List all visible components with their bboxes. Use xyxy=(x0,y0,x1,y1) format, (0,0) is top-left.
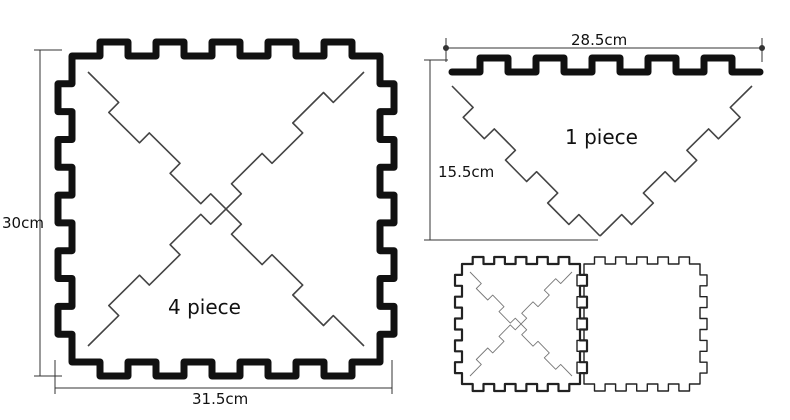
triangle-dimensions xyxy=(424,38,765,241)
preview-left-tile-outline xyxy=(453,255,589,393)
piece-count-large: 4 piece xyxy=(168,295,241,319)
assembled-preview xyxy=(453,255,708,393)
preview-right-tile-outline xyxy=(576,256,708,392)
preview-left-tile-cut-2 xyxy=(469,271,573,377)
piece-count-triangle: 1 piece xyxy=(565,125,638,149)
triangle-right-cut xyxy=(599,85,753,237)
large-tile-diagonal-cut-2 xyxy=(87,71,365,347)
triangle-left-cut xyxy=(451,85,601,237)
large-tile-outline xyxy=(54,38,398,380)
width-label-triangle: 28.5cm xyxy=(571,31,627,49)
triangle-piece xyxy=(448,54,764,237)
height-label-large: 30cm xyxy=(2,214,44,232)
triangle-top-edge xyxy=(448,54,764,76)
large-tile-dimensions xyxy=(34,49,393,394)
large-square-tile xyxy=(54,38,398,380)
height-label-triangle: 15.5cm xyxy=(438,163,494,181)
width-label-large: 31.5cm xyxy=(192,390,248,408)
